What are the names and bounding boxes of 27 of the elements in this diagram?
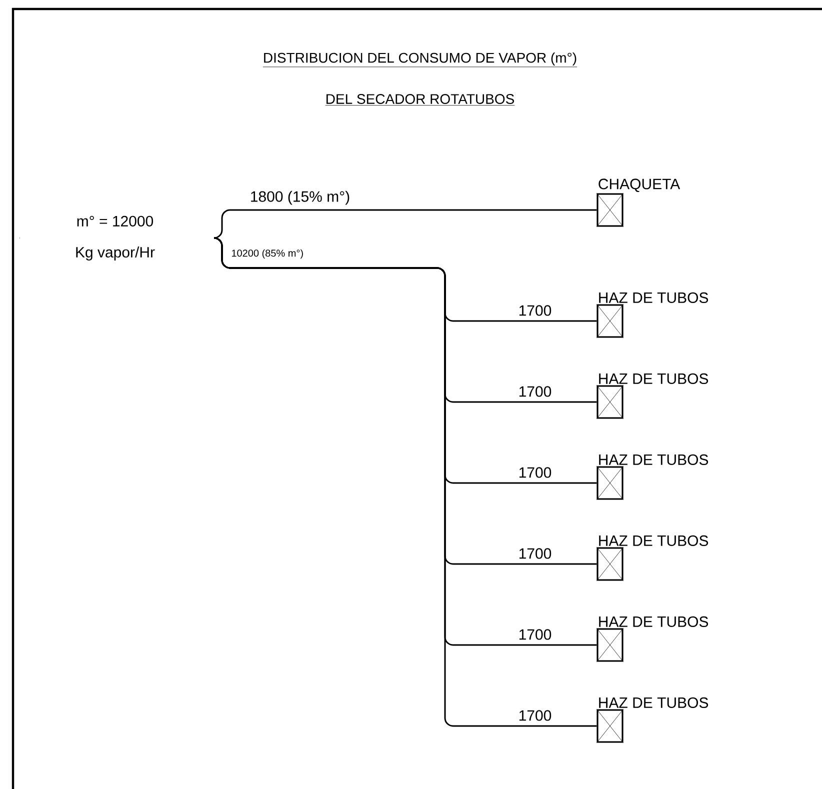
node-label: HAZ DE TUBOS [599, 454, 708, 465]
edge-label: 1700 [517, 547, 553, 560]
node-label: HAZ DE TUBOS [599, 535, 708, 546]
edge-label: 1700 [517, 385, 553, 398]
edge-label: 1700 [517, 709, 553, 722]
node-label: HAZ DE TUBOS [599, 373, 708, 384]
valve-box: HAZ DE TUBOS [596, 697, 708, 743]
valve-box: HAZ DE TUBOS [596, 292, 708, 338]
node-label: HAZ DE TUBOS [599, 616, 708, 627]
valve-box: HAZ DE TUBOS [596, 454, 708, 500]
subtitle: DEL SECADOR ROTATUBOS [325, 94, 515, 106]
valve-box: CHAQUETA [596, 178, 680, 227]
valve-box: HAZ DE TUBOS [596, 373, 708, 419]
edge-label: 1700 [517, 304, 553, 317]
node-label: HAZ DE TUBOS [599, 292, 708, 303]
flow-text: m° = 12000 Kg vapor/Hr [76, 216, 155, 260]
node-label: HAZ DE TUBOS [599, 697, 708, 708]
edge-label: 1800 (15% m°) [248, 190, 352, 206]
edge-label: 1700 [517, 466, 553, 479]
edge-label: 1700 [517, 628, 553, 641]
node-label: CHAQUETA [598, 178, 680, 192]
pipe-line [213, 209, 597, 239]
valve-box: HAZ DE TUBOS [596, 535, 708, 581]
valve-box: HAZ DE TUBOS [596, 616, 708, 662]
title: DISTRIBUCION DEL CONSUMO DE VAPOR (m°) [262, 52, 578, 68]
flow-label: 10200 (85% m°) [232, 249, 303, 259]
pipe-line [213, 237, 597, 727]
